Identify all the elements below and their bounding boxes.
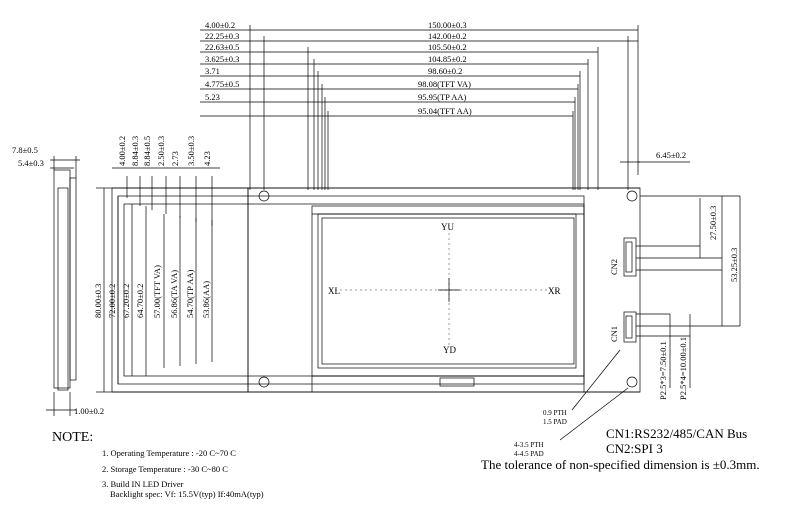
top-dim-center-3: 105.50±0.2 [428,42,467,52]
vtop-dim-7: 4.23 [202,151,212,166]
cn1-description: CN1:RS232/485/CAN Bus [606,426,748,441]
vmain-dim-3: 67.20±0.2 [121,284,131,318]
top-dim-left-2: 22.25±0.3 [205,31,239,41]
right-dim-p1: P2.5*3=7.50±0.1 [658,341,668,400]
vmain-dim-1: 80.00±0.3 [93,284,103,318]
label-xl: XL [328,286,340,296]
vtop-dim-4: 2.50±0.3 [156,136,166,166]
right-dim-p2: P2.5*4=10.00±0.1 [678,337,688,400]
top-dim-center-1: 150.00±0.3 [428,20,467,30]
note-item-2: 2. Storage Temperature : -30 C~80 C [102,464,228,474]
top-dim-center-2: 142.00±0.2 [428,31,467,41]
top-dim-left-6: 4.775±0.5 [205,79,239,89]
vmain-dim-5: 57.00(TFT VA) [152,265,162,318]
cn2-description: CN2:SPI 3 [606,441,663,456]
note-title: NOTE: [52,430,94,445]
side-dim-top-1: 7.8±0.5 [12,145,38,155]
top-dim-center-6: 98.08(TFT VA) [418,79,471,89]
tolerance-note: The tolerance of non-specified dimension… [481,457,760,472]
right-dim-v2: 53.25±0.3 [729,248,739,282]
top-dim-left-7: 5.23 [205,92,220,102]
vmain-dim-2: 72.00±0.2 [107,284,117,318]
pad-pad-1: 1.5 PAD [543,418,567,426]
pad-pad-2: 4-4.5 PAD [514,450,544,458]
side-dim-top-2: 5.4±0.3 [18,158,44,168]
side-dim-bottom: 1.00±0.2 [74,406,104,416]
vtop-dim-3: 8.84±0.5 [142,136,152,166]
vtop-dim-1: 4.00±0.2 [117,136,127,166]
top-dim-center-5: 98.60±0.2 [428,66,462,76]
top-dim-left-4: 3.625±0.3 [205,54,239,64]
note-item-4: Backlight spec: Vf: 15.5V(typ) If:40mA(t… [110,489,264,499]
top-dim-left-3: 22.63±0.5 [205,42,239,52]
vmain-dim-7: 54.70(TP AA) [185,270,195,318]
top-dim-center-4: 104.85±0.2 [428,54,467,64]
label-yd: YD [443,345,456,355]
label-xr: XR [548,286,561,296]
connector-cn2-label: CN2 [609,259,619,275]
right-dim-v1: 27.50±0.3 [708,206,718,240]
right-dim-top: 6.45±0.2 [656,150,686,160]
vtop-dim-5: 2.73 [170,151,180,166]
vtop-dim-6: 3.50±0.3 [186,136,196,166]
top-dim-center-7: 95.95(TP AA) [418,92,466,102]
label-yu: YU [441,222,454,232]
pad-pth-1: 0.9 PTH [543,409,567,417]
connector-cn1-label: CN1 [609,326,619,342]
pad-pth-2: 4-3.5 PTH [514,441,544,449]
vmain-dim-4: 64.70±0.2 [135,284,145,318]
top-dim-center-8: 95.04(TFT AA) [418,106,472,116]
vmain-dim-6: 56.86(TA VA) [169,270,179,318]
top-dim-left-5: 3.71 [205,66,220,76]
vmain-dim-8: 53.86(AA) [201,281,211,318]
note-item-3: 3. Build IN LED Driver [102,479,184,489]
top-dim-left-1: 4.00±0.2 [205,20,235,30]
vtop-dim-2: 8.84±0.3 [130,136,140,166]
note-item-1: 1. Operating Temperature : -20 C~70 C [102,448,236,458]
